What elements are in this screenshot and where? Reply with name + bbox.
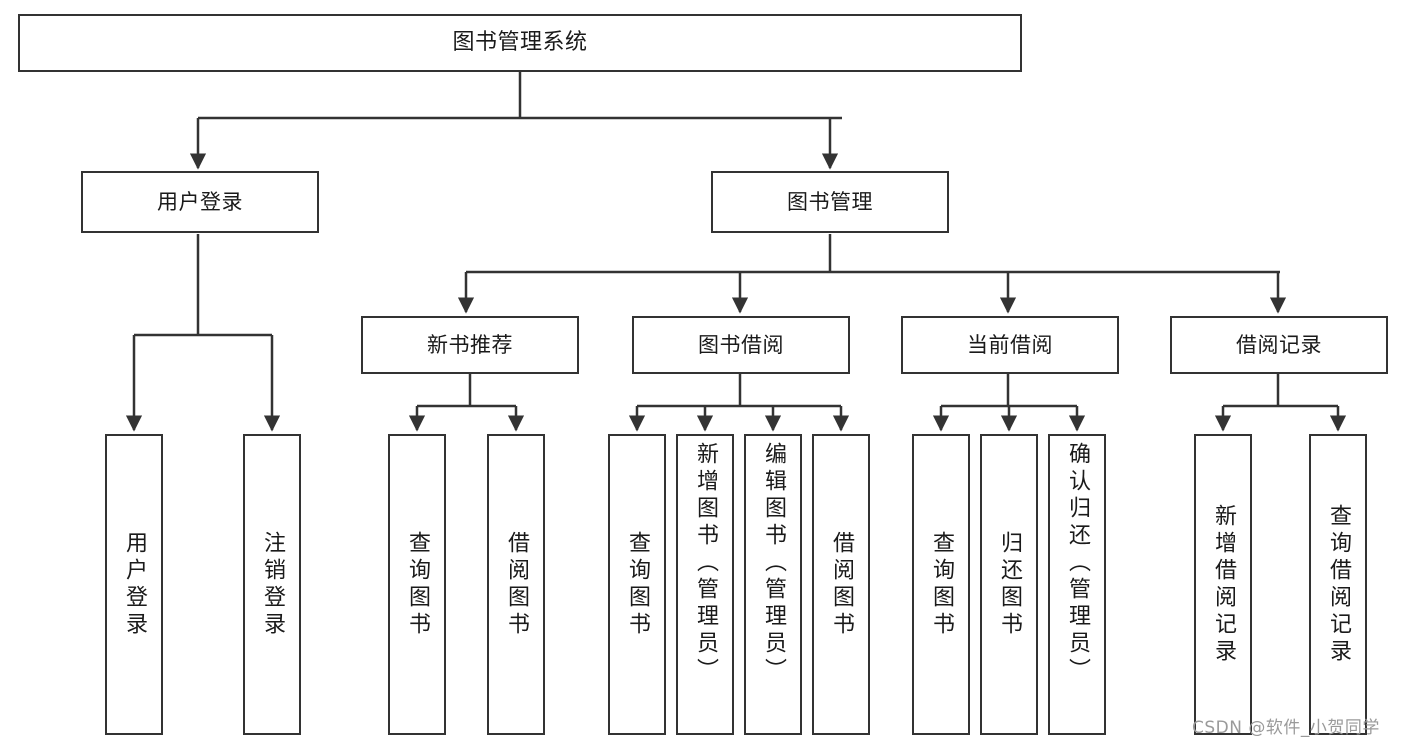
node-leaf-query-record[interactable]: 查询借阅记录 bbox=[1309, 434, 1367, 735]
node-new-book-recommend[interactable]: 新书推荐 bbox=[361, 316, 579, 374]
node-label: 图书借阅 bbox=[698, 332, 784, 357]
node-label: 借阅记录 bbox=[1236, 332, 1322, 357]
node-label: 新增借阅记录 bbox=[1211, 503, 1236, 666]
node-book-borrow[interactable]: 图书借阅 bbox=[632, 316, 850, 374]
node-label: 借阅图书 bbox=[504, 530, 529, 639]
node-label: 查询图书 bbox=[929, 530, 954, 639]
node-user-login[interactable]: 用户登录 bbox=[81, 171, 319, 233]
node-label: 归还图书 bbox=[997, 530, 1022, 639]
node-leaf-confirm-return[interactable]: 确认归还（管理员） bbox=[1048, 434, 1106, 735]
node-label: 借阅图书 bbox=[829, 530, 854, 639]
node-leaf-query-book-2[interactable]: 查询图书 bbox=[608, 434, 666, 735]
node-label: 确认归还（管理员） bbox=[1065, 442, 1090, 685]
node-leaf-query-book-3[interactable]: 查询图书 bbox=[912, 434, 970, 735]
node-leaf-edit-book[interactable]: 编辑图书（管理员） bbox=[744, 434, 802, 735]
node-label: 用户登录 bbox=[157, 189, 243, 214]
node-leaf-user-login[interactable]: 用户登录 bbox=[105, 434, 163, 735]
node-leaf-return-book[interactable]: 归还图书 bbox=[980, 434, 1038, 735]
node-label: 查询借阅记录 bbox=[1326, 503, 1351, 666]
node-leaf-borrow-book-1[interactable]: 借阅图书 bbox=[487, 434, 545, 735]
csdn-watermark: CSDN @软件_小贺同学 bbox=[1192, 718, 1380, 738]
node-label: 查询图书 bbox=[405, 530, 430, 639]
node-leaf-add-book[interactable]: 新增图书（管理员） bbox=[676, 434, 734, 735]
node-label: 图书管理系统 bbox=[452, 30, 588, 56]
node-borrow-record[interactable]: 借阅记录 bbox=[1170, 316, 1388, 374]
node-label: 编辑图书（管理员） bbox=[761, 442, 786, 685]
node-leaf-borrow-book-2[interactable]: 借阅图书 bbox=[812, 434, 870, 735]
node-label: 查询图书 bbox=[625, 530, 650, 639]
node-root-book-management-system[interactable]: 图书管理系统 bbox=[18, 14, 1022, 72]
node-label: 用户登录 bbox=[122, 530, 147, 639]
node-label: 新增图书（管理员） bbox=[693, 442, 718, 685]
node-current-borrow[interactable]: 当前借阅 bbox=[901, 316, 1119, 374]
node-label: 新书推荐 bbox=[427, 332, 513, 357]
node-book-management[interactable]: 图书管理 bbox=[711, 171, 949, 233]
node-label: 注销登录 bbox=[260, 530, 285, 639]
node-label: 图书管理 bbox=[787, 189, 873, 214]
node-label: 当前借阅 bbox=[967, 332, 1053, 357]
node-leaf-logout-login[interactable]: 注销登录 bbox=[243, 434, 301, 735]
node-leaf-add-record[interactable]: 新增借阅记录 bbox=[1194, 434, 1252, 735]
node-leaf-query-book-1[interactable]: 查询图书 bbox=[388, 434, 446, 735]
